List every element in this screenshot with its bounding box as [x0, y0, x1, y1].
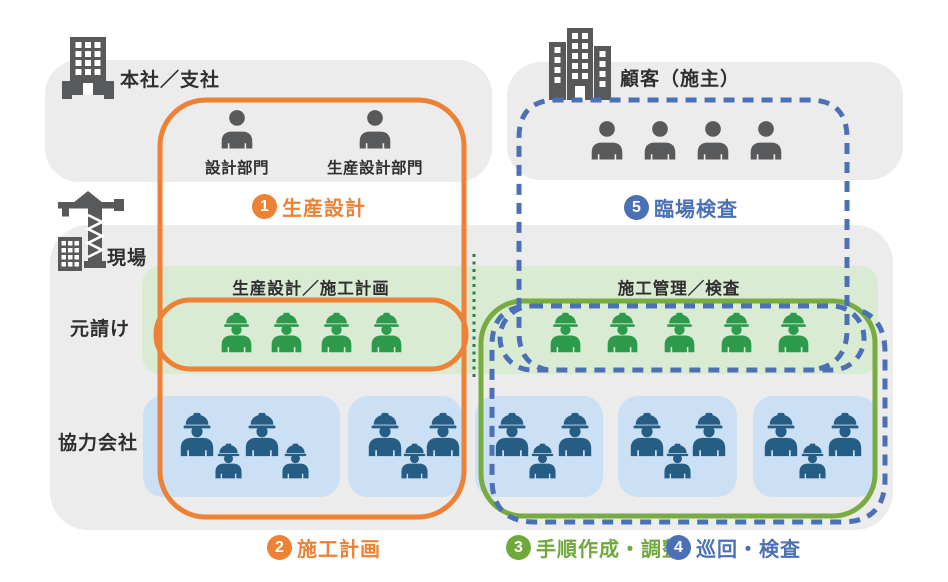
partner-worker-icon [691, 410, 727, 459]
prime-worker-icon [270, 310, 303, 355]
partner-worker-icon [557, 410, 593, 459]
partner-worker-icon [281, 440, 310, 482]
step5-label: 5 臨場検査 [624, 193, 738, 222]
partner-worker-icon [763, 410, 799, 459]
prime-worker-icon [606, 310, 639, 355]
prime-worker-icon [549, 310, 582, 355]
site-label: 現場 [107, 248, 148, 269]
client-label: 顧客（施主） [620, 69, 741, 90]
step2-label: 2 施工計画 [267, 533, 381, 562]
partner-worker-icon [244, 410, 280, 459]
step2-number-badge: 2 [267, 535, 292, 560]
partner-worker-icon [663, 440, 692, 482]
design-dept-person-icon [220, 106, 254, 152]
partner-worker-icon [425, 410, 461, 459]
client-building-icon [545, 28, 615, 100]
partner-worker-icon [367, 410, 403, 459]
step3-text: 手順作成・調整 [536, 539, 683, 561]
partner-worker-icon [494, 410, 530, 459]
band-header-right: 施工管理／検査 [617, 280, 741, 298]
prime-worker-icon [370, 310, 403, 355]
step1-text: 生産設計 [282, 198, 366, 220]
step4-label: 4 巡回・検査 [666, 533, 801, 562]
client-person-icon [590, 117, 624, 163]
partner-worker-icon [528, 440, 557, 482]
partner-worker-icon [179, 410, 215, 459]
step4-number-badge: 4 [666, 535, 691, 560]
step1-number-badge: 1 [252, 194, 277, 219]
partner-companies-label: 協力会社 [58, 433, 139, 454]
band-header-left: 生産設計／施工計画 [232, 280, 390, 298]
prime-worker-icon [777, 310, 810, 355]
client-person-icon [643, 117, 677, 163]
head-office-building-icon [62, 37, 114, 99]
prime-worker-icon [663, 310, 696, 355]
step1-label: 1 生産設計 [252, 192, 366, 221]
step4-text: 巡回・検査 [696, 539, 801, 561]
design-dept-label: 設計部門 [204, 160, 269, 177]
partner-worker-icon [629, 410, 665, 459]
step5-number-badge: 5 [624, 195, 649, 220]
head-office-label: 本社／支社 [120, 70, 221, 91]
step3-label: 3 手順作成・調整 [506, 533, 683, 562]
step5-text: 臨場検査 [654, 199, 738, 221]
partner-worker-icon [827, 410, 863, 459]
prime-worker-icon [720, 310, 753, 355]
client-person-icon [749, 117, 783, 163]
partner-worker-icon [798, 440, 827, 482]
prime-worker-icon [220, 310, 253, 355]
step3-number-badge: 3 [506, 535, 531, 560]
production-design-dept-person-icon [358, 106, 392, 152]
production-design-dept-label: 生産設計部門 [326, 160, 423, 177]
client-person-icon [696, 117, 730, 163]
prime-contractor-label: 元請け [70, 319, 131, 340]
partner-worker-icon [214, 440, 243, 482]
prime-worker-icon [320, 310, 353, 355]
step2-text: 施工計画 [297, 539, 381, 561]
